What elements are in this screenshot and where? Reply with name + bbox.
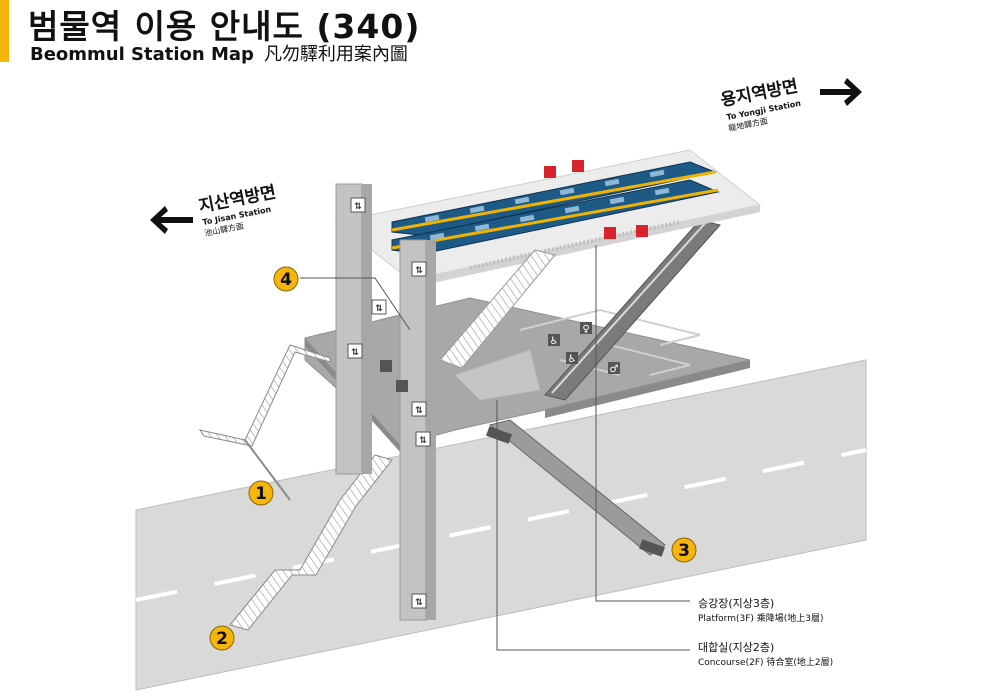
legend-platform-ko: 승강장(지상3층) [698,597,774,610]
ticket-gate-icon [380,360,408,392]
escalator [544,219,721,401]
elevator-icon: ⇅ [350,197,366,213]
direction-jisan: 지산역방면 To Jisan Station 池山驛方面 [150,182,278,238]
svg-text:1: 1 [255,484,267,504]
legend-concourse-en: Concourse(2F) 待合室(地上2層) [698,656,833,668]
page-subtitle-cn: 凡勿驛利用案內圖 [263,44,408,65]
svg-text:♂: ♂ [610,364,619,375]
exit-3-walkway [486,419,666,557]
elevator-icon: ⇅ [411,593,427,609]
train-lower [391,179,720,255]
arrow-left-icon [150,206,193,234]
direction-yongji: 용지역방면 To Yongji Station 龍地驛方面 [719,76,862,133]
elevator-shaft-right [399,239,436,621]
legend-concourse: 대합실(지상2층) Concourse(2F) 待合室(地上2層) [698,641,833,668]
platform-leader-line [595,245,690,602]
elevator-icon: ⇅ [411,261,427,277]
road [135,359,867,691]
train-upper [391,161,717,236]
svg-text:♿: ♿ [550,336,559,347]
svg-text:⇅: ⇅ [415,598,423,608]
exit-badge-2: 2 [209,625,235,651]
exit-1-stairs [198,344,331,501]
elevator-icon: ⇅ [347,343,363,359]
concourse-leader-line [496,400,690,651]
svg-text:♿: ♿ [568,354,577,365]
svg-text:♀: ♀ [582,324,589,335]
emergency-icon [544,160,648,239]
elevator-icon: ⇅ [371,299,387,315]
restroom-icon: ♀ [580,322,592,335]
exit-badge-4: 4 [273,266,299,292]
exit-2-stairs [229,454,393,631]
exit-badge-1: 1 [248,480,274,506]
svg-text:⇅: ⇅ [419,436,427,446]
elevator-icon: ⇅ [411,401,427,417]
restroom-icon: ♂ [608,362,620,375]
legend-concourse-ko: 대합실(지상2층) [698,641,774,654]
svg-text:⇅: ⇅ [375,304,383,314]
svg-text:⇅: ⇅ [415,266,423,276]
svg-text:⇅: ⇅ [415,406,423,416]
page-title: 범물역 이용 안내도 (340) [28,7,421,46]
legend-platform-en: Platform(3F) 乘降場(地上3層) [698,612,824,624]
svg-text:2: 2 [216,629,228,649]
svg-text:4: 4 [280,270,292,290]
wheelchair-icon: ♿ [548,334,560,347]
page-subtitle-en: Beommul Station Map [30,44,254,65]
title-accent-bar [0,0,9,62]
elevator-icon: ⇅ [415,431,431,447]
svg-text:⇅: ⇅ [354,202,362,212]
legend-platform: 승강장(지상3층) Platform(3F) 乘降場(地上3層) [698,597,824,624]
platform-stairs [439,249,556,369]
wheelchair-icon: ♿ [566,352,578,365]
elevator-shaft-left [335,183,372,475]
svg-text:3: 3 [678,541,690,561]
exit-4-leader-line [300,277,411,331]
svg-text:⇅: ⇅ [351,348,359,358]
exit-badge-3: 3 [671,537,697,563]
arrow-right-icon [820,78,862,106]
page-subtitle: Beommul Station Map 凡勿驛利用案內圖 [30,40,408,66]
